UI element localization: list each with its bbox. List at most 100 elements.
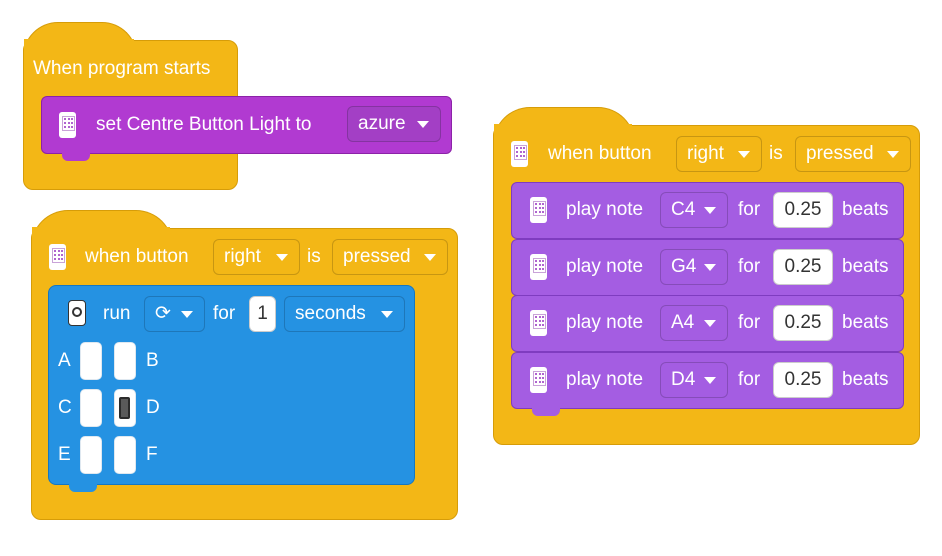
- direction-dropdown[interactable]: ⟳: [144, 296, 205, 332]
- state-value: pressed: [806, 143, 874, 164]
- caret-down-icon: [704, 377, 716, 384]
- hub-grid-dot: [535, 381, 537, 383]
- hub-grid-dot: [542, 211, 544, 213]
- hub-grid-dot: [542, 324, 544, 326]
- unit-dropdown[interactable]: seconds: [284, 296, 405, 332]
- light-color-dropdown[interactable]: azure: [347, 106, 441, 142]
- hub-icon: [530, 254, 547, 280]
- hat-cap-fill: [32, 227, 170, 247]
- state-dropdown[interactable]: pressed: [332, 239, 448, 275]
- hat-cap-fill: [24, 39, 134, 59]
- hub-grid-dot: [54, 250, 56, 252]
- hub-grid-dot: [538, 260, 541, 262]
- duration-input[interactable]: 1: [249, 296, 276, 332]
- hub-grid-dot: [519, 155, 522, 157]
- hub-grid-dot: [542, 373, 544, 375]
- hub-grid-dot: [61, 254, 63, 256]
- hub-grid-dot: [67, 122, 70, 124]
- hub-grid-dot: [542, 268, 544, 270]
- state-value: pressed: [343, 246, 411, 267]
- play-note-label: play note: [566, 369, 644, 390]
- beats-input[interactable]: 0.25: [773, 305, 833, 341]
- hub-grid-dot: [54, 258, 56, 260]
- beats-input[interactable]: 0.25: [773, 192, 833, 228]
- hub-icon: [49, 244, 66, 270]
- hub-grid-dot: [61, 250, 63, 252]
- hub-grid-dot: [64, 122, 66, 124]
- hub-grid-dot: [523, 147, 525, 149]
- unit-value: seconds: [295, 303, 366, 324]
- beats-label: beats: [842, 312, 889, 333]
- hub-grid-dot: [61, 258, 63, 260]
- button-dropdown[interactable]: right: [213, 239, 300, 275]
- hub-grid-dot: [535, 316, 537, 318]
- hub-grid-dot: [542, 381, 544, 383]
- hub-grid-dot: [71, 126, 73, 128]
- hub-grid-dot: [538, 264, 541, 266]
- beats-input[interactable]: 0.25: [773, 362, 833, 398]
- hub-grid-dot: [538, 320, 541, 322]
- light-color-value: azure: [358, 113, 406, 134]
- port-f-toggle[interactable]: [114, 436, 136, 474]
- hub-grid-dot: [523, 151, 525, 153]
- button-dropdown[interactable]: right: [676, 136, 762, 172]
- when-button-label: when button: [85, 246, 189, 267]
- button-value: right: [224, 246, 261, 267]
- hub-grid-dot: [519, 147, 522, 149]
- port-label-b: B: [146, 350, 159, 371]
- for-label: for: [738, 199, 761, 220]
- caret-down-icon: [417, 121, 429, 128]
- hub-icon: [511, 141, 528, 167]
- hub-grid-dot: [535, 377, 537, 379]
- port-e-toggle[interactable]: [80, 436, 102, 474]
- caret-down-icon: [424, 254, 436, 261]
- caret-down-icon: [738, 151, 750, 158]
- hub-grid-dot: [542, 377, 544, 379]
- port-d-toggle[interactable]: [114, 389, 136, 427]
- hub-grid-dot: [538, 268, 541, 270]
- for-label: for: [738, 312, 761, 333]
- hub-icon: [530, 197, 547, 223]
- is-label: is: [307, 246, 321, 267]
- play-note-label: play note: [566, 312, 644, 333]
- hub-grid-dot: [64, 126, 66, 128]
- run-label: run: [103, 303, 131, 324]
- hub-grid-dot: [538, 324, 541, 326]
- hub-grid-dot: [54, 254, 56, 256]
- button-value: right: [687, 143, 724, 164]
- hub-grid-dot: [538, 207, 541, 209]
- beats-label: beats: [842, 256, 889, 277]
- motor-icon: [68, 300, 86, 326]
- when-button-label: when button: [548, 143, 652, 164]
- port-label-a: A: [58, 350, 71, 371]
- port-b-toggle[interactable]: [114, 342, 136, 380]
- hub-grid-dot: [57, 250, 60, 252]
- port-label-c: C: [58, 397, 72, 418]
- caret-down-icon: [704, 264, 716, 271]
- hub-grid-dot: [542, 260, 544, 262]
- note-value: A4: [671, 312, 695, 333]
- hub-icon: [59, 112, 76, 138]
- state-dropdown[interactable]: pressed: [795, 136, 911, 172]
- hub-grid-dot: [535, 324, 537, 326]
- hub-grid-dot: [71, 122, 73, 124]
- port-a-toggle[interactable]: [80, 342, 102, 380]
- hub-grid-dot: [516, 151, 518, 153]
- port-label-f: F: [146, 444, 158, 465]
- note-dropdown[interactable]: A4: [660, 305, 728, 341]
- hub-grid-dot: [538, 381, 541, 383]
- caret-down-icon: [181, 311, 193, 318]
- hub-grid-dot: [538, 316, 541, 318]
- note-value: G4: [671, 256, 697, 277]
- note-value: D4: [671, 369, 696, 390]
- hub-grid-dot: [535, 373, 537, 375]
- port-c-toggle[interactable]: [80, 389, 102, 427]
- hub-grid-dot: [71, 118, 73, 120]
- note-dropdown[interactable]: G4: [660, 249, 728, 285]
- hub-grid-dot: [519, 151, 522, 153]
- note-dropdown[interactable]: D4: [660, 362, 728, 398]
- hub-grid-dot: [516, 155, 518, 157]
- note-dropdown[interactable]: C4: [660, 192, 728, 228]
- caret-down-icon: [704, 320, 716, 327]
- beats-input[interactable]: 0.25: [773, 249, 833, 285]
